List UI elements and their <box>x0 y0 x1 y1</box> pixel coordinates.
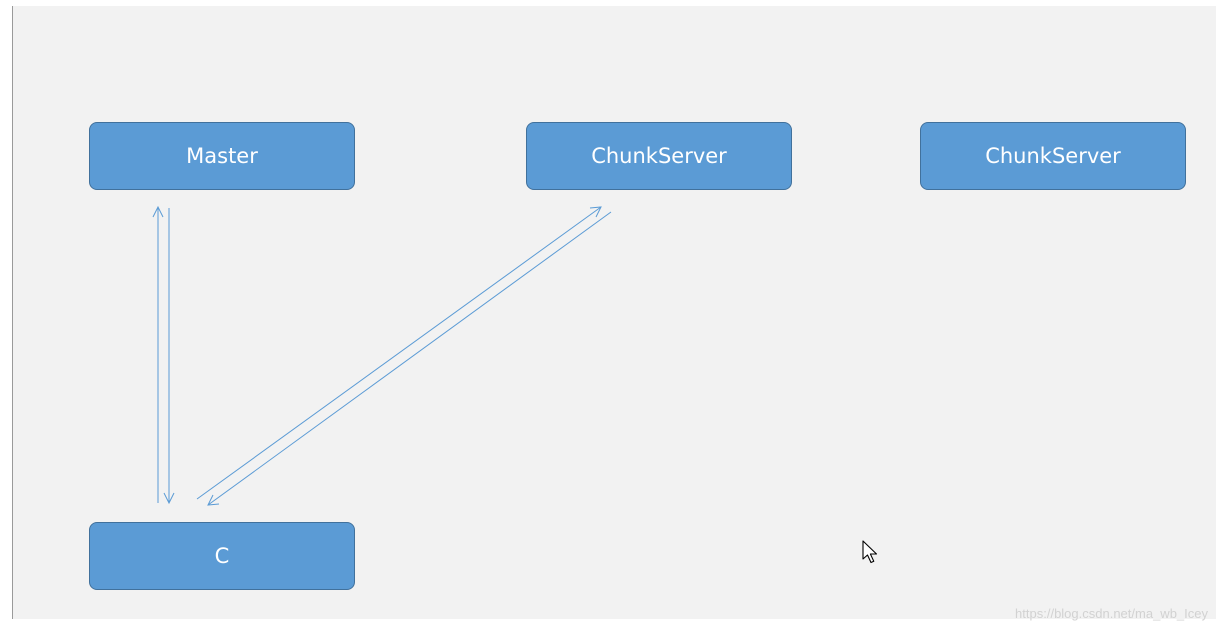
chunkserver-node-2: ChunkServer <box>920 122 1186 190</box>
mouse-pointer-icon <box>862 540 878 564</box>
watermark-text: https://blog.csdn.net/ma_wb_Icey <box>1015 606 1208 621</box>
arrow-client-to-chunkserver <box>196 206 602 500</box>
chunkserver-node-1: ChunkServer <box>526 122 792 190</box>
client-label: C <box>214 544 230 568</box>
chunkserver-2-label: ChunkServer <box>985 144 1121 168</box>
master-label: Master <box>186 144 258 168</box>
diagram-canvas <box>12 6 1216 619</box>
arrow-chunkserver-to-client <box>207 211 612 506</box>
arrow-master-to-client <box>163 208 175 505</box>
chunkserver-1-label: ChunkServer <box>591 144 727 168</box>
client-node: C <box>89 522 355 590</box>
master-node: Master <box>89 122 355 190</box>
arrow-client-to-master <box>152 205 164 503</box>
